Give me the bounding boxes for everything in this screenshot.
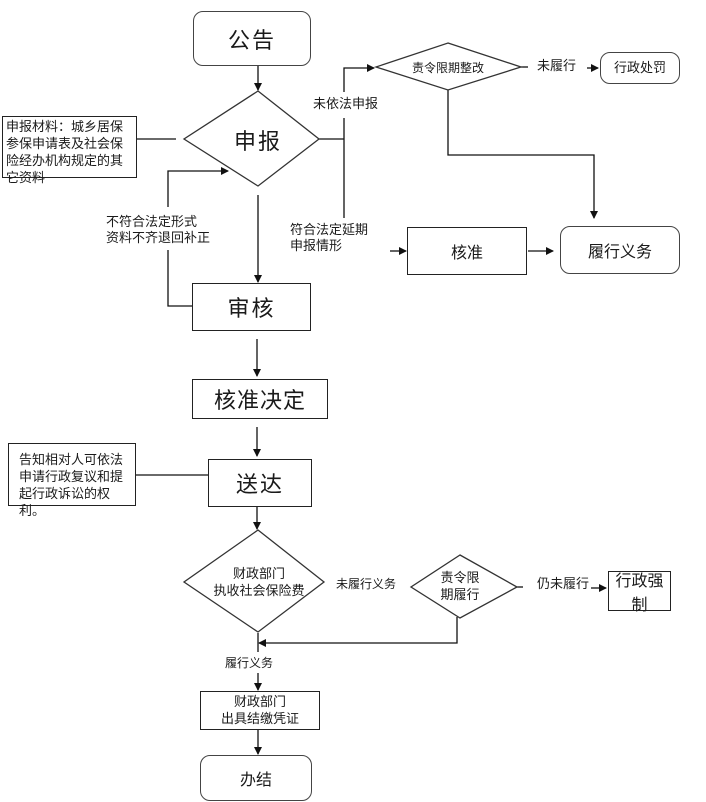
node-approve: 核准 — [407, 227, 527, 275]
label-obligation-fulfilled: 履行义务 — [225, 655, 274, 672]
node-review: 审核 — [192, 283, 311, 331]
node-deliver: 送达 — [208, 459, 312, 507]
node-order-perform-line2: 期履行 — [440, 588, 480, 603]
node-order-perform: 责令限 期履行 — [430, 568, 490, 606]
arrow-rectify-to-fulfill — [447, 90, 598, 219]
node-receipt-line1: 财政部门 — [233, 694, 286, 710]
note-apply-materials-text: 申报材料：城乡居保参保申请表及社会保险经办机构规定的其它资料 — [6, 120, 124, 186]
node-announce: 公告 — [193, 11, 311, 66]
arrow-perform-back-to-main — [258, 617, 458, 647]
label-deferred-line2: 申报情形 — [290, 239, 343, 254]
label-still-unfulfilled: 仍未履行 — [537, 576, 590, 593]
node-finance-collect-line2: 执收社会保险费 — [213, 584, 305, 599]
note-notify-rights: 告知相对人可依法申请行政复议和提起行政诉讼的权利。 — [8, 443, 136, 519]
node-finance-collect-line1: 财政部门 — [232, 567, 285, 582]
label-obligation-unfulfilled: 未履行义务 — [336, 576, 397, 593]
arrow-review-loopback-upper — [167, 167, 229, 207]
arrow-to-order-rectify — [343, 64, 375, 92]
node-admin-penalty: 行政处罚 — [600, 52, 680, 84]
label-not-fulfilled: 未履行 — [537, 58, 577, 75]
node-apply-label: 申报 — [233, 130, 282, 155]
label-incomplete-line2: 资料不齐退回补正 — [106, 231, 211, 246]
node-review-label: 审核 — [227, 297, 276, 322]
label-deferred-line1: 符合法定延期 — [290, 223, 369, 238]
note-apply-materials: 申报材料：城乡居保参保申请表及社会保险经办机构规定的其它资料 — [2, 116, 137, 186]
node-order-perform-line1: 责令限 — [440, 571, 480, 586]
label-deferred: 符合法定延期 申报情形 — [290, 223, 369, 255]
decision-apply-shape — [182, 90, 321, 187]
node-approval-decision-label: 核准决定 — [213, 389, 306, 414]
node-complete: 办结 — [200, 755, 312, 801]
node-apply: 申报 — [200, 120, 316, 160]
node-approval-decision: 核准决定 — [192, 379, 328, 419]
node-order-rectify-label: 责令限期整改 — [411, 60, 484, 75]
label-incomplete-line1: 不符合法定形式 — [106, 215, 198, 230]
node-announce-label: 公告 — [227, 28, 276, 54]
node-deliver-label: 送达 — [235, 473, 284, 498]
node-fulfill-obligation-label: 履行义务 — [587, 242, 652, 261]
node-admin-enforce: 行政强制 — [608, 571, 671, 614]
decision-order-perform-shape — [409, 554, 519, 619]
node-complete-label: 办结 — [239, 770, 272, 789]
decision-finance-collect-shape — [182, 529, 326, 633]
node-receipt-line2: 出具结缴凭证 — [220, 711, 299, 727]
decision-order-rectify-shape — [373, 42, 524, 91]
node-approve-label: 核准 — [450, 243, 483, 262]
connector-review-loopback-lower — [167, 250, 192, 307]
node-receipt: 财政部门 出具结缴凭证 — [200, 691, 320, 730]
label-not-declared: 未依法申报 — [313, 96, 379, 113]
node-admin-penalty-label: 行政处罚 — [613, 60, 666, 76]
node-fulfill-obligation: 履行义务 — [560, 226, 680, 274]
node-admin-enforce-label: 行政强制 — [615, 571, 664, 614]
node-order-rectify: 责令限期整改 — [390, 56, 506, 78]
label-incomplete: 不符合法定形式 资料不齐退回补正 — [106, 215, 211, 247]
note-notify-rights-text: 告知相对人可依法申请行政复议和提起行政诉讼的权利。 — [19, 453, 124, 519]
node-finance-collect: 财政部门 执收社会保险费 — [204, 564, 314, 602]
